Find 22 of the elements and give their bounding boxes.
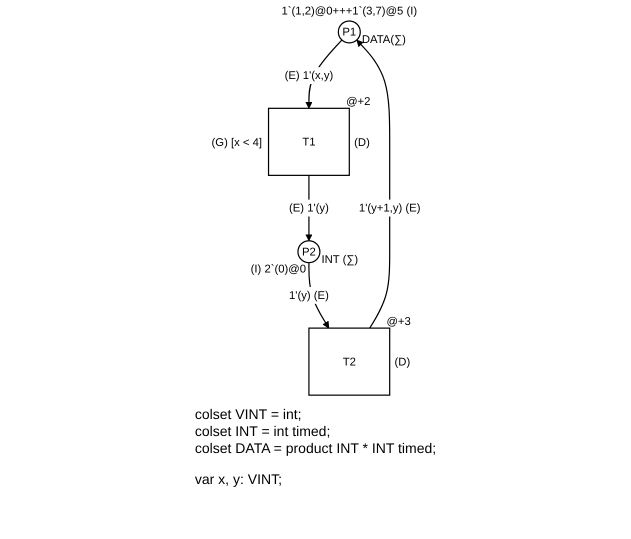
annotation-text: @+2 [346,96,370,108]
declaration-text: colset VINT = int; [194,406,303,423]
declaration-text: var x, y: VINT; [194,471,283,488]
annotation-text: @+3 [386,316,410,328]
annotation-text: (D) [394,356,410,369]
annotation-text: 1`(1,2)@0+++1`(3,7)@5 (I) [280,6,417,18]
arrow [356,40,390,328]
annotation-text: DATA(∑) [361,34,406,46]
annotation-text: (G) [x < 4] [211,136,262,149]
annotation-text: (D) [354,136,370,149]
edge-label: 1'(y+1,y) (E) [358,200,420,217]
transition-box: T2 [308,328,390,396]
declaration-text: colset DATA = product INT * INT timed; [194,440,436,457]
annotation-text: (I) 2`(0)@0 [250,263,306,276]
place-circle: P1 [337,20,360,44]
annotation-text: INT (∑) [321,254,358,266]
edge-label: (E) 1'(y) [288,200,328,217]
place-circle: P2 [296,240,320,264]
declaration-text: colset INT = int timed; [194,423,332,440]
edge-label: (E) 1'(x,y) [284,67,333,84]
edge-label: 1'(y) (E) [288,286,328,304]
transition-box: T1 [267,108,350,176]
